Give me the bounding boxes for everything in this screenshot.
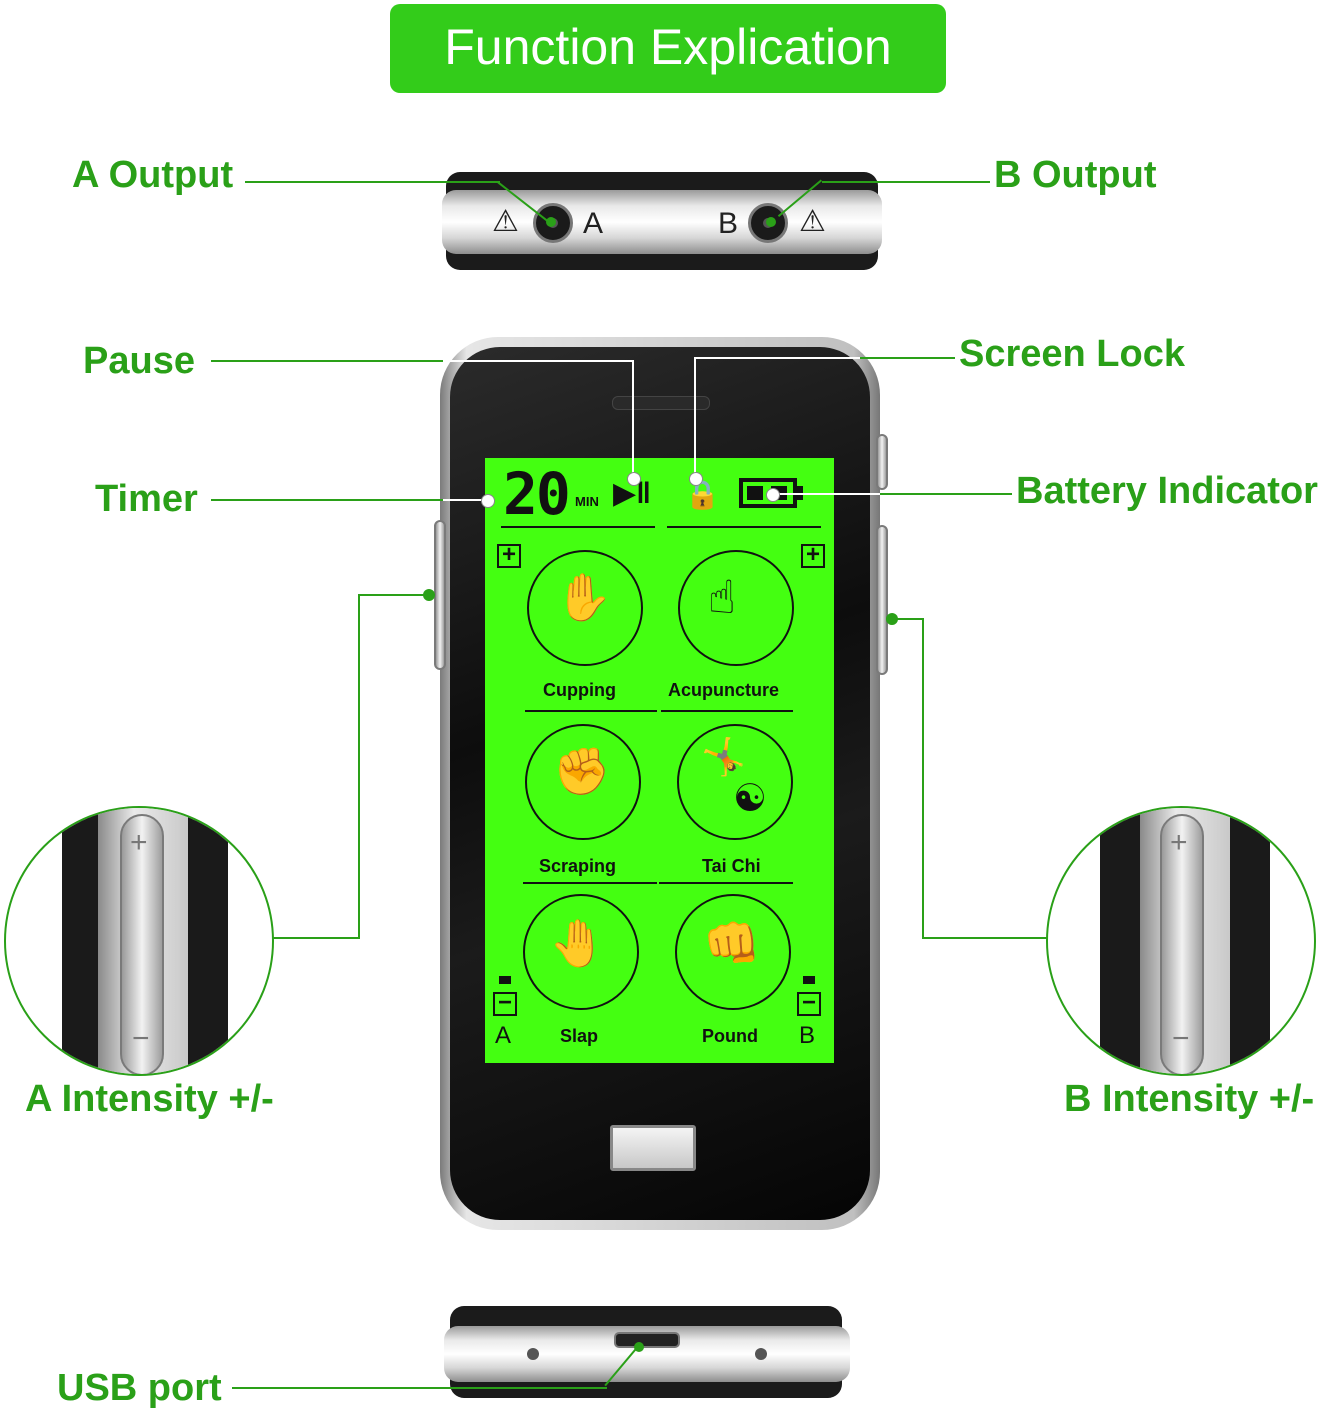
leader-timer-screen	[443, 499, 485, 501]
title-banner: Function Explication	[390, 4, 946, 93]
b-minus-icon[interactable]: −	[797, 991, 821, 1016]
label-usb-port: USB port	[57, 1367, 222, 1409]
a-minus-icon[interactable]: −	[493, 991, 517, 1016]
tai-chi-icon[interactable]: 🤸 ☯	[677, 724, 793, 840]
leader-pause-down	[632, 360, 634, 475]
a-plus-mark-icon: +	[130, 826, 148, 859]
leader-lock-down	[694, 357, 696, 477]
side-button-b[interactable]	[876, 525, 888, 675]
leader-a-intensity-v	[358, 594, 360, 939]
timer-unit: MIN	[575, 494, 599, 509]
mode-label-tai-chi: Tai Chi	[702, 856, 761, 876]
leader-b-intensity-h2	[892, 618, 924, 620]
b-intensity-zoom: + −	[1046, 806, 1316, 1076]
marker-a-intensity	[423, 589, 435, 601]
label-pause: Pause	[83, 340, 195, 382]
leader-b-intensity-v	[922, 618, 924, 939]
divider-row1-left	[525, 710, 657, 712]
cupping-icon[interactable]: ✋	[527, 550, 643, 666]
marker-b-output	[766, 217, 776, 227]
leader-pause-screen	[443, 360, 634, 362]
screen-letter-b: B	[799, 1022, 816, 1049]
a-intensity-button[interactable]	[120, 814, 164, 1074]
mode-label-cupping: Cupping	[543, 680, 616, 700]
slap-icon[interactable]: 🤚	[523, 894, 639, 1010]
divider-row1-right	[661, 710, 793, 712]
edge-letter-a: A	[583, 207, 604, 240]
leader-a-output	[245, 181, 500, 183]
divider-row2-left	[523, 882, 657, 884]
side-button-b-top[interactable]	[876, 434, 888, 490]
mode-label-scraping: Scraping	[539, 856, 617, 876]
label-b-output: B Output	[994, 154, 1157, 196]
leader-a-intensity-h2	[358, 594, 428, 596]
marker-screen-lock	[689, 472, 703, 486]
label-timer: Timer	[95, 478, 198, 520]
usb-port[interactable]	[614, 1332, 680, 1348]
leader-screen-lock	[860, 357, 955, 359]
side-button-a[interactable]	[434, 520, 446, 670]
scraping-icon[interactable]: ✊	[525, 724, 641, 840]
leader-timer	[211, 499, 443, 501]
leader-usb	[232, 1387, 607, 1389]
a-plus-icon[interactable]: +	[497, 543, 521, 568]
marker-timer	[481, 494, 495, 508]
lcd-screen[interactable]: 20 MIN ▶‖ 🔒 + + ✋ Cupping ☝ Acupuncture …	[485, 458, 834, 1063]
leader-pause	[211, 360, 443, 362]
b-minus-mark-icon: −	[1172, 1022, 1190, 1055]
screw-left-icon	[527, 1348, 539, 1360]
warning-icon-b: ⚠	[799, 205, 826, 238]
marker-pause	[627, 472, 641, 486]
a-level-bar	[499, 976, 511, 984]
marker-a-output	[546, 217, 556, 227]
leader-b-output	[822, 181, 990, 183]
leader-battery	[880, 493, 1012, 495]
leader-battery-screen	[776, 493, 880, 495]
home-button[interactable]	[610, 1125, 696, 1171]
pound-icon[interactable]: 👊	[675, 894, 791, 1010]
a-output-jack[interactable]	[533, 203, 573, 243]
title-text: Function Explication	[444, 19, 892, 75]
a-intensity-zoom: + −	[4, 806, 274, 1076]
acupuncture-icon[interactable]: ☝	[678, 550, 794, 666]
divider-top-right	[667, 526, 821, 528]
label-a-intensity: A Intensity +/-	[25, 1078, 274, 1120]
mode-label-pound: Pound	[702, 1026, 758, 1046]
label-b-intensity: B Intensity +/-	[1064, 1078, 1315, 1120]
marker-b-intensity	[886, 613, 898, 625]
label-screen-lock: Screen Lock	[959, 333, 1185, 375]
leader-lock-screen	[694, 357, 860, 359]
b-plus-icon[interactable]: +	[801, 543, 825, 568]
mode-label-acupuncture: Acupuncture	[668, 680, 780, 700]
divider-top-left	[501, 526, 655, 528]
marker-battery	[766, 488, 780, 502]
marker-usb	[634, 1342, 644, 1352]
a-minus-mark-icon: −	[132, 1022, 150, 1055]
mode-label-slap: Slap	[560, 1026, 599, 1046]
screw-right-icon	[755, 1348, 767, 1360]
divider-row2-right	[659, 882, 793, 884]
b-intensity-button[interactable]	[1160, 814, 1204, 1074]
warning-icon-a: ⚠	[492, 205, 519, 238]
leader-b-intensity-h1	[922, 937, 1048, 939]
b-plus-mark-icon: +	[1170, 826, 1188, 859]
screen-letter-a: A	[495, 1022, 512, 1049]
timer-value: 20	[503, 460, 571, 528]
edge-letter-b: B	[718, 207, 739, 240]
leader-a-intensity-h1	[272, 937, 360, 939]
label-battery-indicator: Battery Indicator	[1016, 470, 1318, 512]
label-a-output: A Output	[72, 154, 234, 196]
top-edge-metal	[442, 190, 882, 254]
b-level-bar	[803, 976, 815, 984]
speaker-slot	[612, 396, 710, 410]
